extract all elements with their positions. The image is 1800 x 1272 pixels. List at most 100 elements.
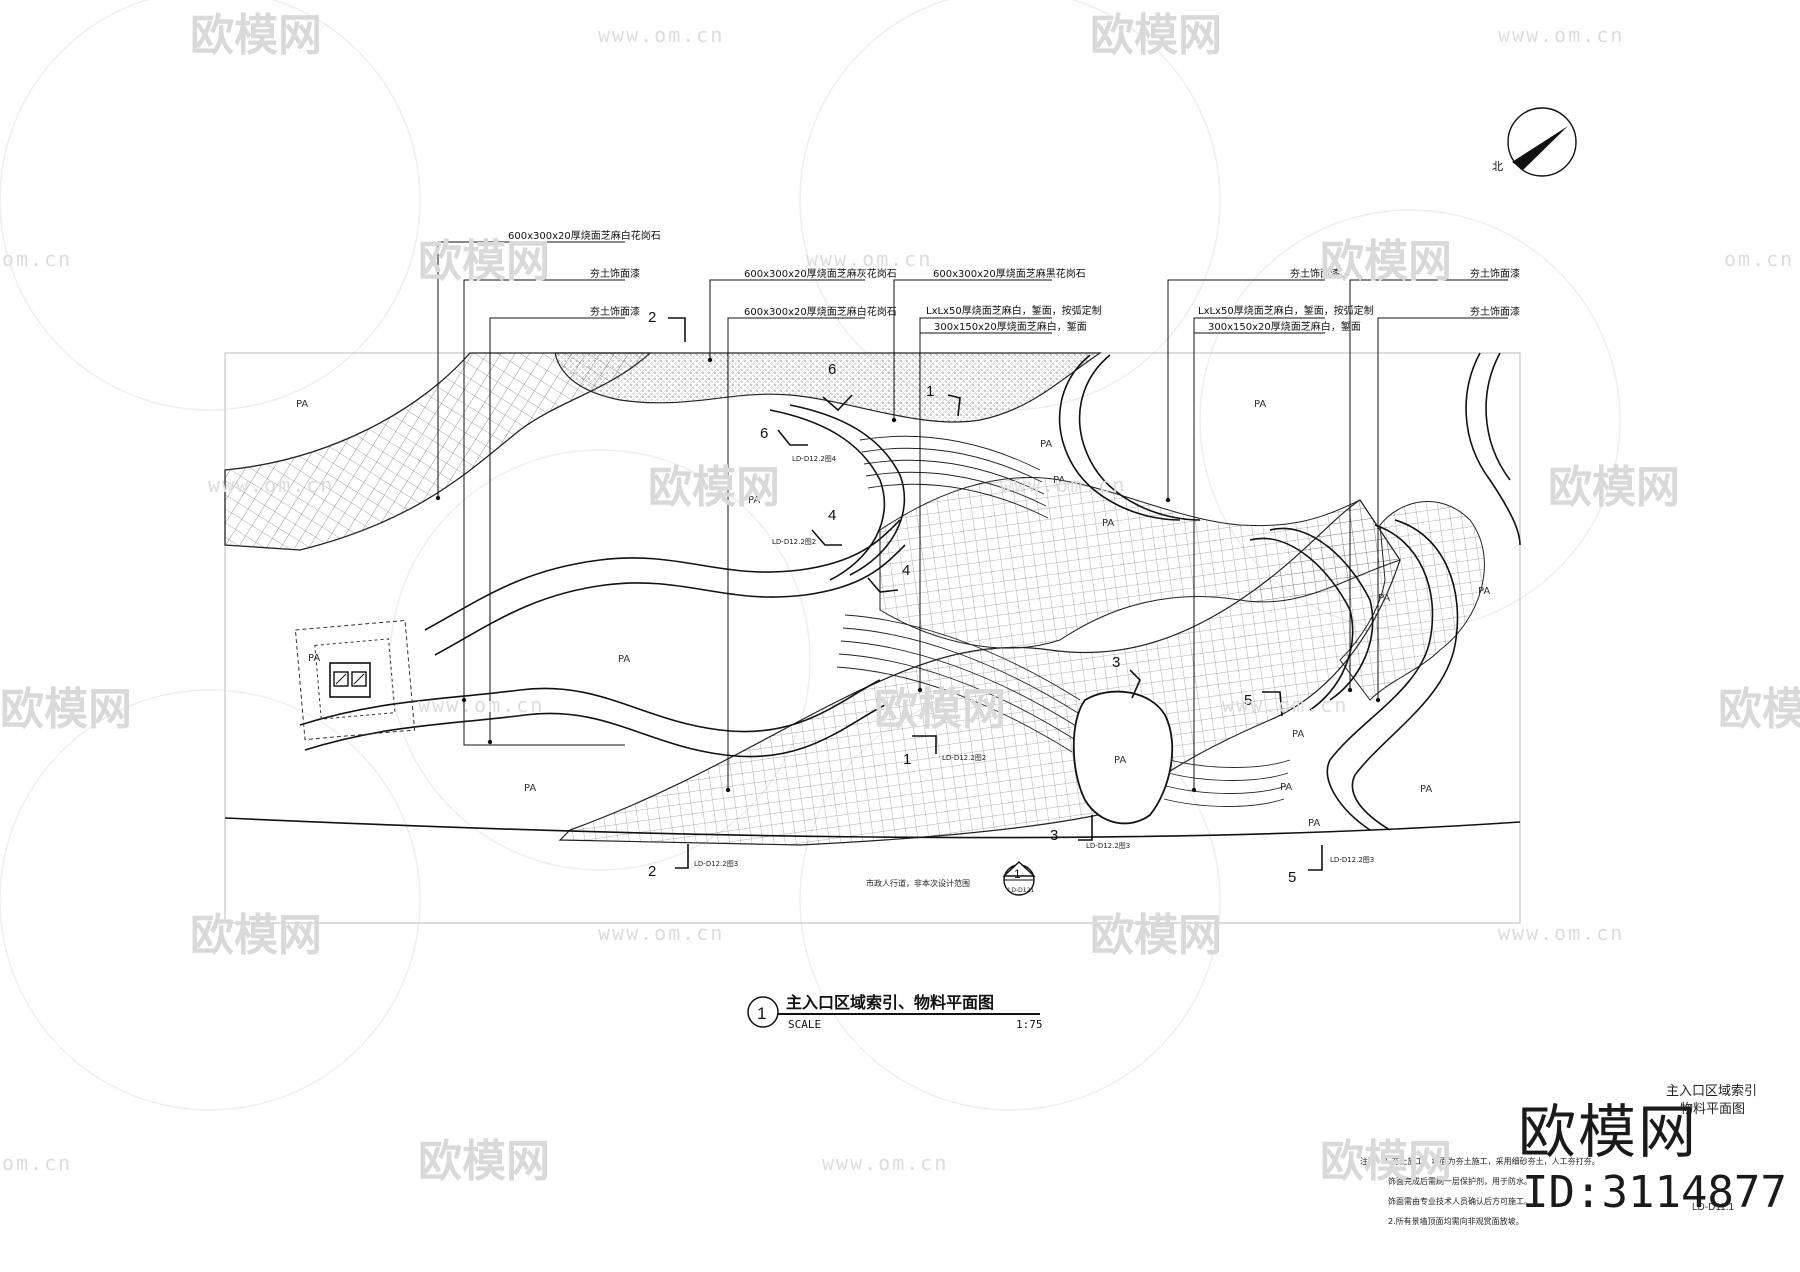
pa-labels: PA PA PA PA PA PA PA PA PA PA PA PA PA P… bbox=[296, 399, 1490, 829]
watermark-url: www.om.cn bbox=[598, 921, 724, 945]
section-ref: LD-D12.2图2 bbox=[772, 538, 816, 546]
arc-steps bbox=[836, 435, 1291, 807]
watermark-logo: 欧模网 bbox=[418, 1136, 550, 1187]
section-number: 4 bbox=[902, 562, 910, 579]
watermark-logo: 欧模网 bbox=[1718, 684, 1800, 735]
pa-label: PA bbox=[1292, 729, 1304, 740]
callout-label: 300x150x20厚烧面芝麻白，錾面 bbox=[1208, 320, 1361, 333]
title-number: 1 bbox=[757, 1004, 766, 1023]
section-number: 2 bbox=[648, 863, 656, 880]
pa-label: PA bbox=[618, 654, 630, 665]
section-number: 3 bbox=[1112, 654, 1120, 671]
detail-marker: 1 LD-D121 bbox=[1002, 861, 1036, 896]
section-number: 4 bbox=[828, 507, 836, 524]
section-marker-lines bbox=[668, 317, 1323, 871]
callout-label: 600x300x20厚烧面芝麻黑花岗石 bbox=[933, 267, 1086, 280]
pa-label: PA bbox=[1254, 399, 1266, 410]
brand-logo: 欧模网 bbox=[1518, 1098, 1699, 1166]
watermark-url: www.om.cn bbox=[1498, 921, 1624, 945]
pa-label: PA bbox=[1308, 818, 1320, 829]
pa-label: PA bbox=[524, 783, 536, 794]
landscape-walls bbox=[299, 352, 1521, 831]
watermark-url: www.om.cn bbox=[822, 1151, 948, 1175]
section-number: 6 bbox=[828, 361, 836, 378]
watermark-logo: 欧模网 bbox=[0, 684, 132, 735]
north-arrow: 北 bbox=[1492, 107, 1577, 177]
note-line: 饰面完成后需刷一层保护剂，用于防水。 bbox=[1388, 1176, 1532, 1186]
scale-label: SCALE bbox=[788, 1018, 821, 1031]
watermark-url: www.om.cn bbox=[1498, 23, 1624, 47]
title-block: 主入口区域索引 物料平面图 LD-D11.1 bbox=[1666, 1083, 1757, 1213]
watermark-logo: 欧模网 bbox=[1320, 236, 1452, 287]
section-ref: LD-D12.2图3 bbox=[1086, 842, 1130, 850]
section-ref: LD-D12.2图4 bbox=[792, 455, 837, 463]
sheet-number: LD-D11.1 bbox=[1692, 1202, 1734, 1213]
pa-label: PA bbox=[1040, 439, 1052, 450]
section-number: 5 bbox=[1288, 869, 1296, 886]
pa-label: PA bbox=[1478, 586, 1490, 597]
section-number: 1 bbox=[926, 383, 934, 400]
detail-number: 1 bbox=[1014, 867, 1021, 881]
callout-label: 夯土饰面漆 bbox=[1470, 305, 1520, 318]
section-number: 5 bbox=[1244, 692, 1252, 709]
paving-right-grid bbox=[1339, 501, 1485, 701]
paving-areas bbox=[224, 352, 1485, 846]
watermark-url: www.om.cn bbox=[1222, 693, 1348, 717]
watermark-layer bbox=[0, 0, 1621, 1111]
watermark-url: www.om.cn bbox=[208, 473, 334, 497]
watermark-url: www.om.cn bbox=[1000, 473, 1126, 497]
callout-label: LxLx50厚烧面芝麻白，錾面，按弧定制 bbox=[1198, 304, 1374, 317]
title-main: 主入口区域索引、物料平面图 bbox=[786, 993, 994, 1012]
watermark-url: www.om.cn bbox=[806, 247, 932, 271]
callout-label: 300x150x20厚烧面芝麻白，錾面 bbox=[934, 320, 1087, 333]
callout-label: 夯土饰面漆 bbox=[1290, 267, 1340, 280]
watermark-url: www.om.cn bbox=[598, 23, 724, 47]
paving-top-stipple bbox=[554, 352, 1102, 423]
callout-label: LxLx50厚烧面芝麻白，錾面，按弧定制 bbox=[926, 304, 1102, 317]
watermark-url: om.cn bbox=[1724, 247, 1794, 271]
watermark-url: om.cn bbox=[2, 247, 72, 271]
pa-label: PA bbox=[1053, 475, 1065, 486]
watermark-logo: 欧模网 bbox=[418, 236, 550, 287]
pa-label: PA bbox=[1280, 782, 1292, 793]
pa-label: PA bbox=[1114, 755, 1126, 766]
pavilion bbox=[294, 619, 416, 741]
drawing-title: 1 主入口区域索引、物料平面图 SCALE 1:75 bbox=[747, 993, 1043, 1031]
bottom-note: 市政人行道，非本次设计范围 bbox=[866, 878, 970, 888]
watermark-logo: 欧模网 bbox=[190, 910, 322, 961]
watermark-logo: 欧模网 bbox=[1320, 1136, 1452, 1187]
note-line: 2.所有景墙顶面均需向非观赏面放坡。 bbox=[1388, 1216, 1524, 1226]
pa-label: PA bbox=[308, 653, 320, 664]
section-ref: LD-D12.2图2 bbox=[942, 754, 986, 762]
pa-label: PA bbox=[1102, 518, 1114, 529]
callout-label: 夯土饰面漆 bbox=[590, 305, 640, 318]
north-label: 北 bbox=[1492, 160, 1503, 173]
watermark-logo: 欧模网 bbox=[1090, 910, 1222, 961]
title-block-line2: 物料平面图 bbox=[1680, 1101, 1745, 1116]
pa-label: PA bbox=[1420, 784, 1432, 795]
watermark-url: www.om.cn bbox=[418, 693, 544, 717]
watermark-logo: 欧模网 bbox=[1548, 462, 1680, 513]
watermark-logo: 欧模网 bbox=[874, 684, 1006, 735]
curb-line bbox=[224, 817, 1521, 839]
pa-label: PA bbox=[748, 495, 760, 506]
callout-label: 600x300x20厚烧面芝麻白花岗石 bbox=[744, 305, 897, 318]
brand-id: ID:3114877 bbox=[1522, 1167, 1787, 1218]
leader-lines bbox=[437, 241, 1508, 790]
section-number: 1 bbox=[903, 751, 911, 768]
notes: 注释：1.夯土施工，墙面为夯土施工，采用细砂夯土，人工夯打夯。 饰面完成后需刷一… bbox=[1360, 1156, 1600, 1226]
section-number: 3 bbox=[1050, 827, 1058, 844]
scale-value: 1:75 bbox=[1016, 1018, 1043, 1031]
plaza-node bbox=[1072, 690, 1174, 825]
leader-dots bbox=[435, 357, 1381, 793]
callout-label: 夯土饰面漆 bbox=[590, 267, 640, 280]
callout-label: 夯土饰面漆 bbox=[1470, 267, 1520, 280]
section-number: 2 bbox=[648, 309, 656, 326]
section-ref: LD-D12.2图3 bbox=[1330, 856, 1374, 864]
section-ref: LD-D12.2图3 bbox=[694, 860, 738, 868]
watermark-logo: 欧模网 bbox=[1090, 10, 1222, 61]
pa-label: PA bbox=[296, 399, 308, 410]
callouts: 600x300x20厚烧面芝麻白花岗石 夯土饰面漆 夯土饰面漆 600x300x… bbox=[508, 229, 1520, 333]
pa-label: PA bbox=[1378, 593, 1390, 604]
watermark-logo: 欧模网 bbox=[648, 462, 780, 513]
